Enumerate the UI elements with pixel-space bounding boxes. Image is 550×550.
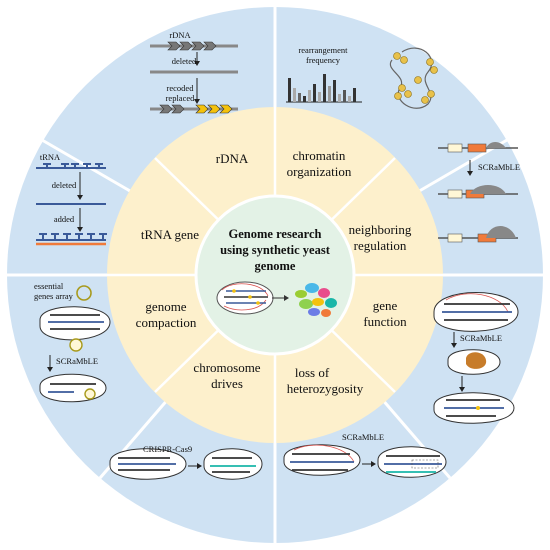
- essential-label-1: essential: [34, 281, 64, 291]
- trna-top-label: tRNA: [40, 152, 61, 162]
- chromatin-fiber: [389, 47, 433, 109]
- label-neighbor-2: regulation: [354, 238, 407, 253]
- center-cell-illustration: [216, 281, 289, 315]
- chromosome-drives-illustration: CRISPR-Cas9: [109, 444, 263, 480]
- label-chromatin-2: organization: [287, 164, 352, 179]
- rdna-top-label: rDNA: [169, 30, 191, 40]
- label-loh-1: loss of: [295, 365, 330, 380]
- center-title-line-3: genome: [255, 259, 296, 273]
- loh-illustration: SCRaMbLE: [283, 432, 447, 478]
- center-circle: [194, 194, 356, 356]
- trna-illustration: tRNA deleted added: [36, 152, 107, 246]
- label-neighbor-1: neighboring: [349, 222, 412, 237]
- label-drives-1: chromosome: [193, 360, 260, 375]
- trna-added-label: added: [54, 214, 75, 224]
- label-chromatin-1: chromatin: [293, 148, 346, 163]
- essential-label-2: genes array: [34, 291, 74, 301]
- scramble-right-top-label: SCRaMbLE: [478, 162, 520, 172]
- trna-deleted-label: deleted: [52, 180, 77, 190]
- center-title-line-2: using synthetic yeast: [220, 243, 331, 257]
- scramble-bottom-label: SCRaMbLE: [342, 432, 384, 442]
- label-loh-2: heterozygosity: [287, 381, 364, 396]
- label-gene-2: function: [363, 314, 407, 329]
- trna-symbols-top: [43, 163, 103, 168]
- scramble-left-label: SCRaMbLE: [56, 356, 98, 366]
- label-compact-2: compaction: [136, 315, 197, 330]
- label-rdna: rDNA: [216, 151, 249, 166]
- rearrangement-label-1: rearrangement: [298, 45, 348, 55]
- gene-function-illustration: SCRaMbLE: [433, 292, 519, 424]
- label-trna-gene: tRNA gene: [141, 227, 199, 242]
- rdna-deleted-label: deleted: [172, 56, 197, 66]
- genome-compaction-illustration: essential genes array SCRaMbLE: [34, 281, 111, 403]
- chromatin-illustration: rearrangement frequency: [286, 45, 438, 109]
- label-drives-2: drives: [211, 376, 243, 391]
- rdna-illustration: rDNA deleted recoded replaced: [150, 30, 238, 114]
- scramble-right-mid-label: SCRaMbLE: [460, 333, 502, 343]
- label-compact-1: genome: [145, 299, 186, 314]
- rdna-replaced-label: replaced: [166, 93, 196, 103]
- rearrangement-label-2: frequency: [306, 55, 341, 65]
- label-gene-1: gene: [373, 298, 398, 313]
- crispr-label: CRISPR-Cas9: [143, 444, 192, 454]
- rdna-recoded-label: recoded: [167, 83, 195, 93]
- center-colored-blobs: [295, 283, 337, 317]
- trna-symbols-bottom: [39, 233, 107, 240]
- rearrangement-bars: [288, 74, 356, 102]
- center-title-line-1: Genome research: [229, 227, 322, 241]
- neighbor-regulation-illustration: SCRaMbLE: [438, 142, 520, 243]
